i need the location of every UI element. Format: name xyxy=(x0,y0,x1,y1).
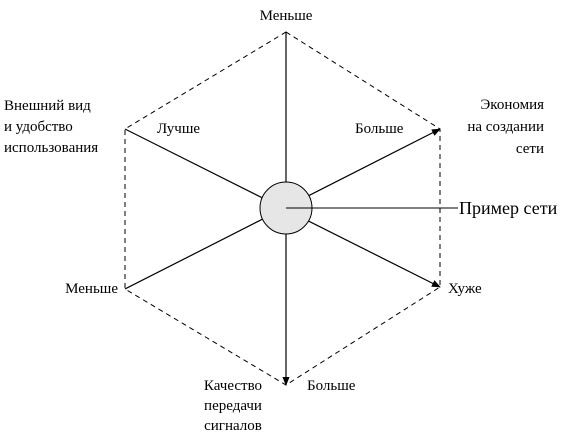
label-lower-left-less: Меньше xyxy=(65,281,118,297)
label-economy-line2: на создании xyxy=(467,119,544,135)
label-quality-line1: Качество xyxy=(204,378,262,394)
label-economy-line1: Экономия xyxy=(480,97,544,113)
label-worse: Хуже xyxy=(448,281,482,297)
label-quality-line2: передачи xyxy=(204,398,262,414)
label-better: Лучше xyxy=(157,121,200,137)
label-example-network: Пример сети xyxy=(459,198,558,218)
label-economy-line3: сети xyxy=(516,141,544,157)
label-appearance-line2: и удобство xyxy=(4,119,73,135)
label-appearance-line3: использования xyxy=(4,140,98,156)
label-quality-line3: сигналов xyxy=(204,418,262,434)
label-appearance-line1: Внешний вид xyxy=(4,98,91,114)
label-top-less: Меньше xyxy=(260,8,313,24)
label-bottom-more: Больше xyxy=(307,378,356,394)
label-more-upper: Больше xyxy=(355,121,404,137)
